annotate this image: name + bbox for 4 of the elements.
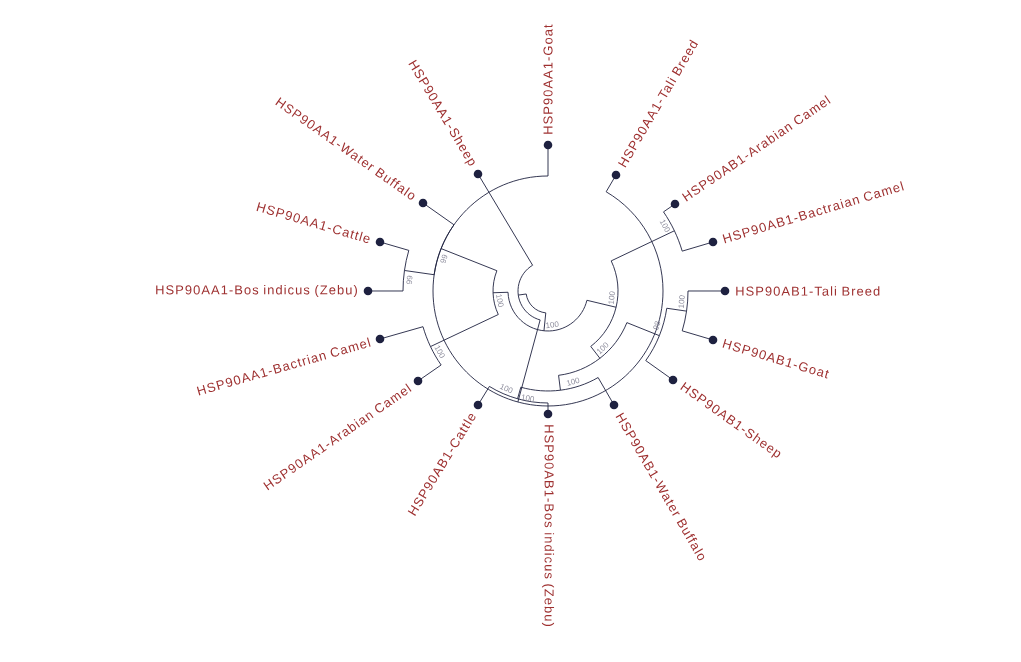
leaf-label: HSP90AB1-Tali Breed [736,286,880,296]
leaf-label: HSP90AB1-Bos indicus (Zebu) [541,425,555,626]
leaf-label: HSP90AA1-Goat [543,24,553,134]
leaf-label: HSP90AA1-Bos indicus (Zebu) [156,284,357,298]
